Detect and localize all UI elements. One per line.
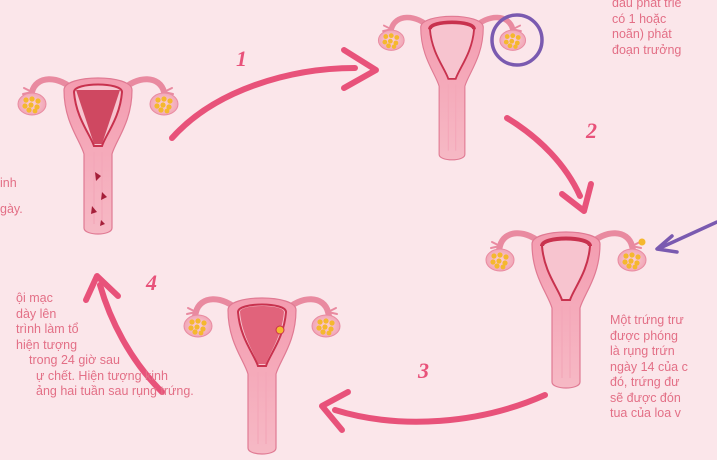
text-right-bottom: Một trứng trư được phóng là rụng trứn ng… bbox=[610, 313, 688, 422]
text-line: đó, trứng đư bbox=[610, 375, 688, 391]
step-number-1: 1 bbox=[236, 46, 247, 72]
pointer-arrow-icon bbox=[657, 222, 717, 252]
text-line: ngày 14 của c bbox=[610, 360, 688, 376]
text-line: sẽ được đón bbox=[610, 391, 688, 407]
step-number-2: 2 bbox=[586, 118, 597, 144]
text-line: inh bbox=[0, 176, 23, 192]
text-line: là rụng trứn bbox=[610, 344, 688, 360]
text-line: Một trứng trư bbox=[610, 313, 688, 329]
uterus-follicle-icon bbox=[378, 16, 525, 160]
text-line: dày lên bbox=[16, 307, 194, 323]
text-line: có 1 hoặc bbox=[612, 12, 682, 28]
text-line: trong 24 giờ sau bbox=[29, 353, 194, 369]
text-line: ự chết. Hiện tượng kinh bbox=[36, 369, 194, 385]
text-line: đầu phát triể bbox=[612, 0, 682, 12]
cycle-arrow-3 bbox=[322, 392, 545, 430]
text-top-right: đầu phát triể có 1 hoặc noãn) phát đoạn … bbox=[612, 0, 682, 58]
cycle-arrow-2 bbox=[507, 118, 591, 211]
uterus-menstruation-icon bbox=[18, 78, 178, 234]
text-line: đoạn trưởng bbox=[612, 43, 682, 59]
text-left-bottom: ội mạc dày lên trình làm tổ hiện tượng t… bbox=[0, 291, 194, 400]
uterus-implantation-icon bbox=[184, 298, 340, 454]
text-line: hiện tượng bbox=[16, 338, 194, 354]
text-line: trình làm tổ bbox=[16, 322, 194, 338]
cycle-arrow-1 bbox=[172, 50, 376, 138]
text-left-top: inh gày. bbox=[0, 176, 23, 217]
text-line: ảng hai tuần sau rụng trứng. bbox=[36, 384, 194, 400]
text-line: ội mạc bbox=[16, 291, 194, 307]
text-line: được phóng bbox=[610, 329, 688, 345]
text-line: gày. bbox=[0, 202, 23, 218]
text-line: noãn) phát bbox=[612, 27, 682, 43]
step-number-3: 3 bbox=[418, 358, 429, 384]
text-line: tua của loa v bbox=[610, 406, 688, 422]
text-line bbox=[0, 192, 23, 202]
